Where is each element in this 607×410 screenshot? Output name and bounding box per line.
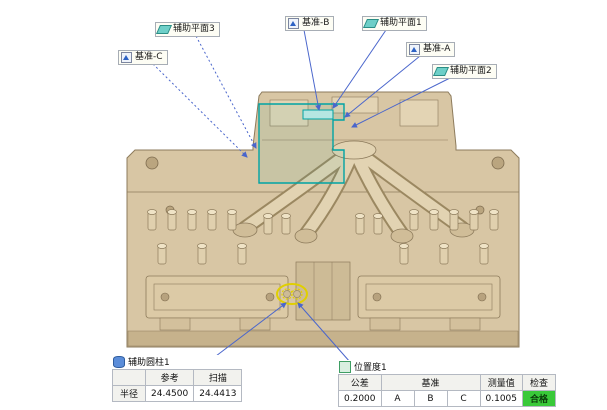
cylinder-table-title-text: 辅助圆柱1 [128,358,170,368]
plane-icon [155,25,173,34]
position-table-title: 位置度1 [338,360,556,373]
cylinder-table: 参考 扫描 半径 24.4500 24.4413 [112,369,243,402]
position-annotation[interactable]: 位置度1 公差 基准 测量值 检查 0.2000 A B C 0.1005 合格 [338,360,556,407]
callout-label: 辅助平面2 [450,66,492,76]
cylinder-corner-cell [112,369,146,386]
callout-aux-plane-3[interactable]: 辅助平面3 [155,22,220,37]
callout-datum-c[interactable]: 基准-C [118,50,168,65]
callout-label: 基准-A [423,44,451,54]
cylinder-scan-value: 24.4413 [193,385,243,402]
part-model [126,91,520,348]
runner-face [239,146,468,240]
position-table-title-text: 位置度1 [354,363,387,373]
cylinder-annotation[interactable]: 辅助圆柱1 参考 扫描 半径 24.4500 24.4413 [112,355,243,402]
position-header-measured: 测量值 [479,374,523,391]
callout-label: 基准-C [135,52,163,62]
callout-label: 基准-B [302,18,330,28]
cylinder-header-ref: 参考 [144,369,195,386]
plane-icon [432,67,450,76]
position-header-datum: 基准 [380,374,481,391]
position-header-tolerance: 公差 [338,374,382,391]
callout-aux-plane-2[interactable]: 辅助平面2 [432,64,497,79]
cylinder-feature-highlight [276,283,308,305]
cylinder-ref-value: 24.4500 [144,385,195,402]
callout-label: 辅助平面3 [173,24,215,34]
cylinder-row-label: 半径 [112,385,146,402]
position-header-check: 检查 [522,374,556,391]
position-datum-c: C [446,390,481,407]
datum-icon [121,52,132,63]
plane-icon [362,19,380,28]
leader-lines [152,29,451,363]
position-datum-a: A [380,390,415,407]
callout-datum-a[interactable]: 基准-A [406,42,456,57]
selected-surface-highlight [258,103,345,184]
callout-label: 辅助平面1 [380,18,422,28]
position-datum-b: B [413,390,448,407]
callout-aux-plane-1[interactable]: 辅助平面1 [362,16,427,31]
position-measured-value: 0.1005 [479,390,523,407]
cylinder-header-scan: 扫描 [193,369,243,386]
position-table: 公差 基准 测量值 检查 0.2000 A B C 0.1005 合格 [338,374,556,407]
datum-icon [288,18,299,29]
callout-datum-b[interactable]: 基准-B [285,16,335,31]
position-tolerance-icon [339,360,351,373]
cylinder-table-title: 辅助圆柱1 [112,355,243,368]
datum-icon [409,44,420,55]
position-tolerance-value: 0.2000 [338,390,382,407]
cylinder-feature-icon [113,355,125,368]
position-result-badge: 合格 [522,390,556,407]
